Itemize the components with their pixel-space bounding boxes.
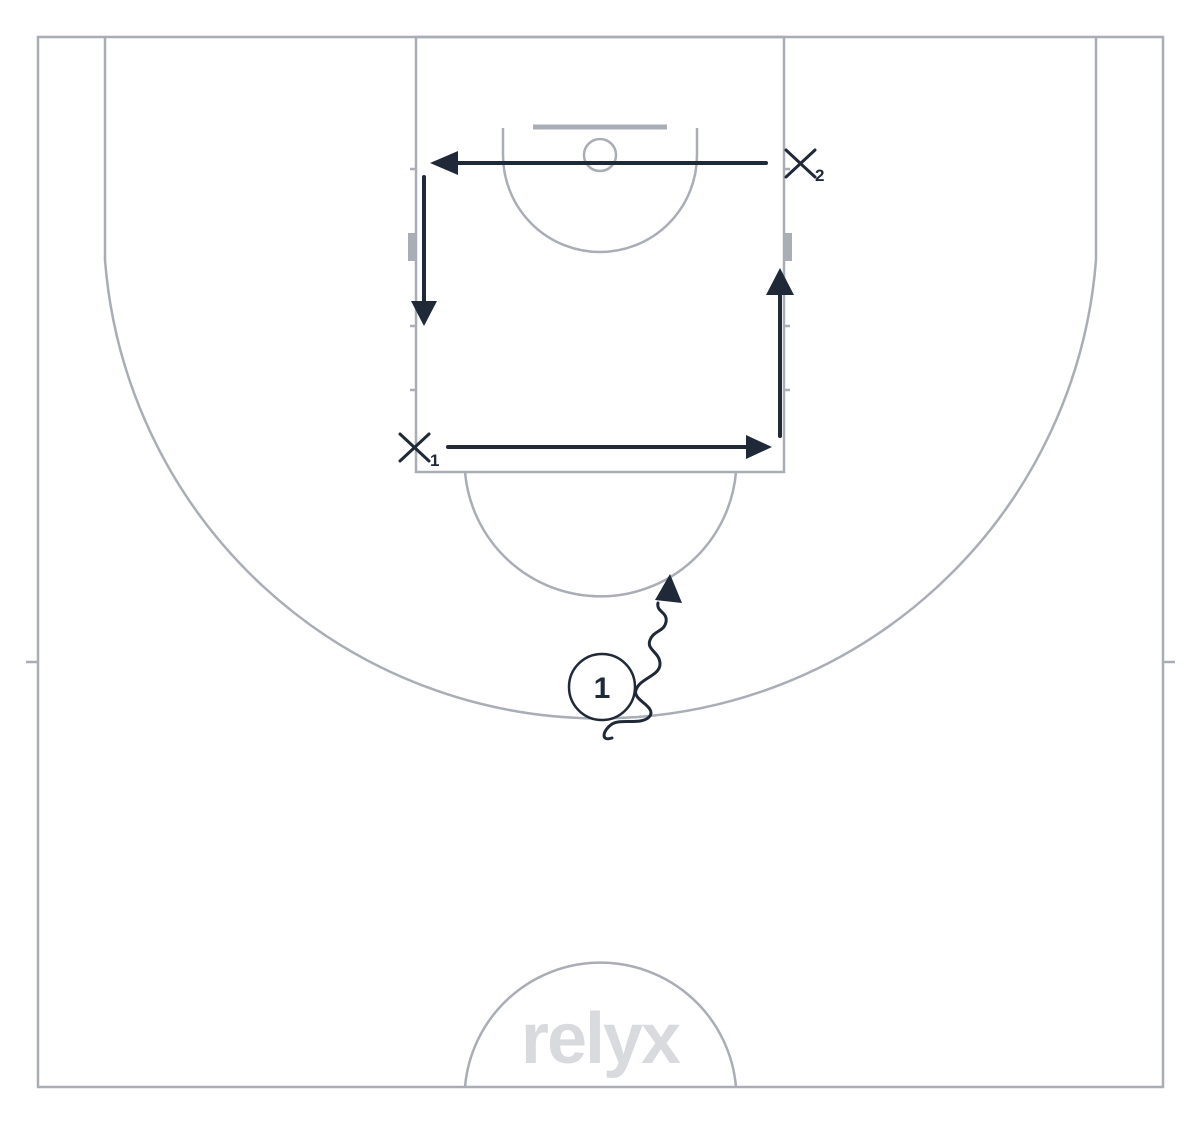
restricted-area-arc — [501, 128, 699, 254]
defender-number: 2 — [815, 166, 824, 185]
center-circle — [463, 961, 738, 1088]
watermark-logo: relyx — [521, 999, 681, 1079]
defender-x2: 2 — [784, 148, 824, 185]
arrowhead — [766, 268, 794, 295]
arrowhead — [655, 574, 682, 603]
defender-number: 1 — [430, 451, 439, 470]
free-throw-circle — [463, 471, 738, 598]
paint-key — [414, 35, 786, 474]
player-circle — [567, 652, 637, 722]
lane-block-left — [408, 233, 416, 261]
defender-x1: 1 — [398, 432, 439, 470]
player-number: 1 — [594, 672, 611, 705]
arrowhead — [746, 435, 772, 459]
arrowhead — [430, 151, 458, 175]
arrowhead — [411, 301, 437, 326]
offensive-player-1: 1 — [567, 652, 637, 722]
court-boundary — [36, 35, 1165, 1089]
lane-block-right — [784, 233, 792, 261]
dribble-path — [602, 601, 668, 741]
rim — [582, 137, 618, 173]
